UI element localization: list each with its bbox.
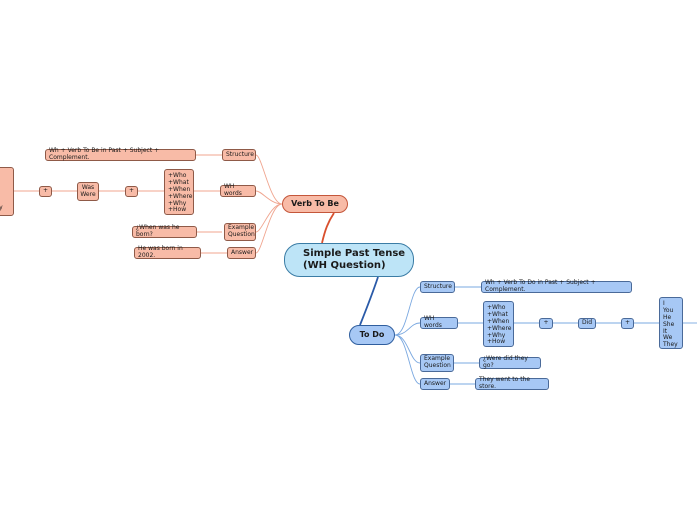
to-do-answer-value[interactable]: They went to the store. bbox=[475, 376, 549, 390]
to-do-plus-2[interactable]: + bbox=[621, 318, 634, 329]
to-be-subjects-list[interactable]: You He She It We They bbox=[0, 167, 14, 216]
did-node[interactable]: Did bbox=[578, 318, 596, 329]
to-be-example-label[interactable]: Example Question bbox=[224, 223, 256, 241]
to-do-wh-words-label[interactable]: WH words bbox=[420, 315, 458, 329]
to-do-example-label[interactable]: Example Question bbox=[420, 354, 454, 372]
to-do-answer-label[interactable]: Answer bbox=[420, 378, 450, 390]
to-do-structure-value[interactable]: Wh + Verb To Do in Past + Subject + Comp… bbox=[481, 279, 632, 293]
to-do-example-value[interactable]: ¿Were did they go? bbox=[479, 355, 541, 369]
to-be-structure-label[interactable]: Structure bbox=[222, 149, 256, 161]
to-be-wh-words-list[interactable]: +Who +What +When +Where +Why +How bbox=[164, 169, 194, 215]
to-be-answer-label[interactable]: Answer bbox=[227, 247, 256, 259]
was-were-node[interactable]: Was Were bbox=[77, 182, 99, 201]
to-be-wh-words-label[interactable]: WH words bbox=[220, 183, 256, 197]
to-be-answer-value[interactable]: He was born in 2002. bbox=[134, 245, 201, 259]
to-be-plus-2[interactable]: + bbox=[39, 186, 52, 197]
to-do-plus-1[interactable]: + bbox=[539, 318, 553, 329]
to-be-structure-value[interactable]: Wh + Verb To Be in Past + Subject + Comp… bbox=[45, 147, 196, 161]
to-be-plus-1[interactable]: + bbox=[125, 186, 138, 197]
to-do-structure-label[interactable]: Structure bbox=[420, 281, 455, 293]
to-do-wh-words-list[interactable]: +Who +What +When +Where +Why +How bbox=[483, 301, 514, 347]
to-do-node[interactable]: To Do bbox=[349, 325, 395, 345]
to-be-example-value[interactable]: ¿When was he born? bbox=[132, 224, 197, 238]
verb-to-be-node[interactable]: Verb To Be bbox=[282, 195, 348, 213]
to-do-subjects-list[interactable]: I You He She It We They bbox=[659, 297, 683, 349]
root-topic[interactable]: Simple Past Tense (WH Question) bbox=[284, 243, 414, 277]
